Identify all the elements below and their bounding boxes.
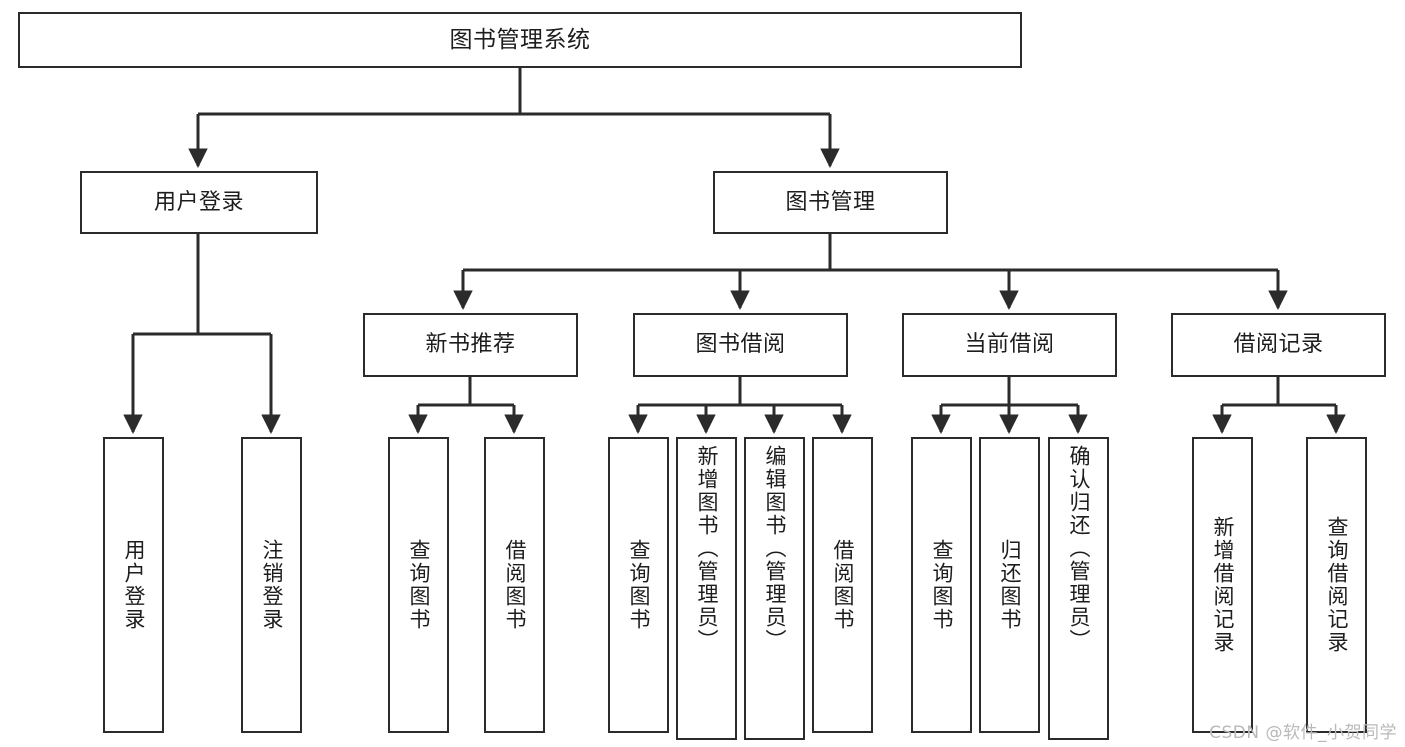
node-borrow-record[interactable]: 借阅记录 xyxy=(1171,313,1386,377)
node-leaf-query-book-1[interactable]: 查询图书 xyxy=(388,437,449,733)
node-leaf-query-book-3[interactable]: 查询图书 xyxy=(911,437,972,733)
node-label: 借阅记录 xyxy=(1233,332,1324,358)
node-label: 借阅图书 xyxy=(503,539,527,631)
node-book-borrow[interactable]: 图书借阅 xyxy=(633,313,848,377)
node-leaf-borrow-book-1[interactable]: 借阅图书 xyxy=(484,437,545,733)
node-new-book-recommend[interactable]: 新书推荐 xyxy=(363,313,578,377)
node-leaf-query-record[interactable]: 查询借阅记录 xyxy=(1306,437,1367,733)
node-leaf-query-book-2[interactable]: 查询图书 xyxy=(608,437,669,733)
node-label: 新增借阅记录 xyxy=(1211,516,1235,654)
node-leaf-borrow-book-2[interactable]: 借阅图书 xyxy=(812,437,873,733)
node-label: 确认归还（管理员） xyxy=(1067,445,1091,652)
node-leaf-confirm-return[interactable]: 确认归还（管理员） xyxy=(1048,437,1109,740)
node-label: 查询图书 xyxy=(930,539,954,631)
node-user-login[interactable]: 用户登录 xyxy=(80,171,318,234)
node-current-borrow[interactable]: 当前借阅 xyxy=(902,313,1117,377)
node-leaf-edit-book[interactable]: 编辑图书（管理员） xyxy=(744,437,805,740)
node-label: 图书管理系统 xyxy=(449,26,591,53)
node-label: 编辑图书（管理员） xyxy=(763,445,787,652)
node-book-management[interactable]: 图书管理 xyxy=(713,171,948,234)
node-label: 当前借阅 xyxy=(964,332,1055,358)
node-root-system[interactable]: 图书管理系统 xyxy=(18,12,1022,68)
node-label: 用户登录 xyxy=(153,189,244,215)
node-label: 用户登录 xyxy=(122,539,146,631)
node-label: 新增图书（管理员） xyxy=(695,445,719,652)
node-label: 归还图书 xyxy=(998,539,1022,631)
node-label: 借阅图书 xyxy=(831,539,855,631)
node-leaf-return-book[interactable]: 归还图书 xyxy=(979,437,1040,733)
node-leaf-user-login[interactable]: 用户登录 xyxy=(103,437,164,733)
node-label: 图书管理 xyxy=(785,189,876,215)
node-label: 查询图书 xyxy=(627,539,651,631)
node-leaf-logout-login[interactable]: 注销登录 xyxy=(241,437,302,733)
node-label: 图书借阅 xyxy=(695,332,786,358)
node-label: 查询图书 xyxy=(407,539,431,631)
csdn-watermark: CSDN @软件_小贺同学 xyxy=(1209,723,1397,743)
node-leaf-add-book[interactable]: 新增图书（管理员） xyxy=(676,437,737,740)
node-label: 注销登录 xyxy=(260,539,284,631)
node-label: 新书推荐 xyxy=(425,332,516,358)
node-label: 查询借阅记录 xyxy=(1325,516,1349,654)
node-leaf-add-record[interactable]: 新增借阅记录 xyxy=(1192,437,1253,733)
